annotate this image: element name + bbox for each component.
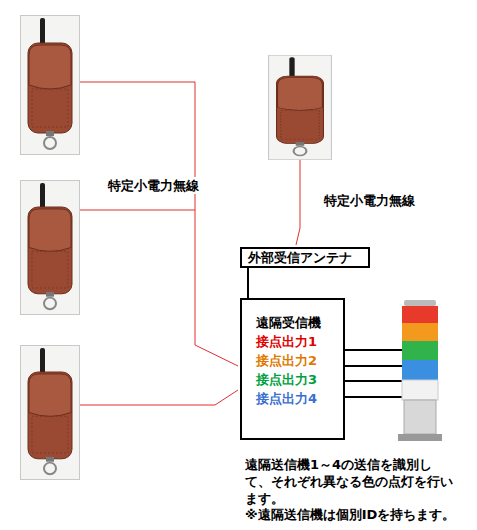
remote-transmitter <box>21 16 80 155</box>
remote-transmitter <box>21 180 80 314</box>
note-text: ※遠隔送信機は個別IDを持ちます。 <box>243 506 457 523</box>
contact-output: 接点出力2 <box>256 352 333 369</box>
antenna-box: 外部受信アンテナ <box>240 247 370 268</box>
remote-transmitter <box>269 55 332 159</box>
radio-label: 特定小電力無線 <box>322 192 417 209</box>
box-title: 遠隔受信機 <box>256 314 333 331</box>
contact-output: 接点出力4 <box>256 390 333 407</box>
radio-label: 特定小電力無線 <box>106 177 201 194</box>
contact-output: 接点出力3 <box>256 371 333 388</box>
box-title: 外部受信アンテナ <box>248 249 362 266</box>
connector <box>247 268 249 298</box>
note-text: 遠隔送信機1～4の送信を識別して、それぞれ異なる色の点灯を行います。 <box>243 456 459 507</box>
signal-tower <box>398 300 442 441</box>
remote-transmitter <box>21 345 80 479</box>
receiver-box: 遠隔受信機接点出力1 接点出力2 接点出力3 接点出力4 <box>240 298 345 440</box>
output-wire <box>345 350 402 397</box>
contact-output: 接点出力1 <box>256 333 333 350</box>
